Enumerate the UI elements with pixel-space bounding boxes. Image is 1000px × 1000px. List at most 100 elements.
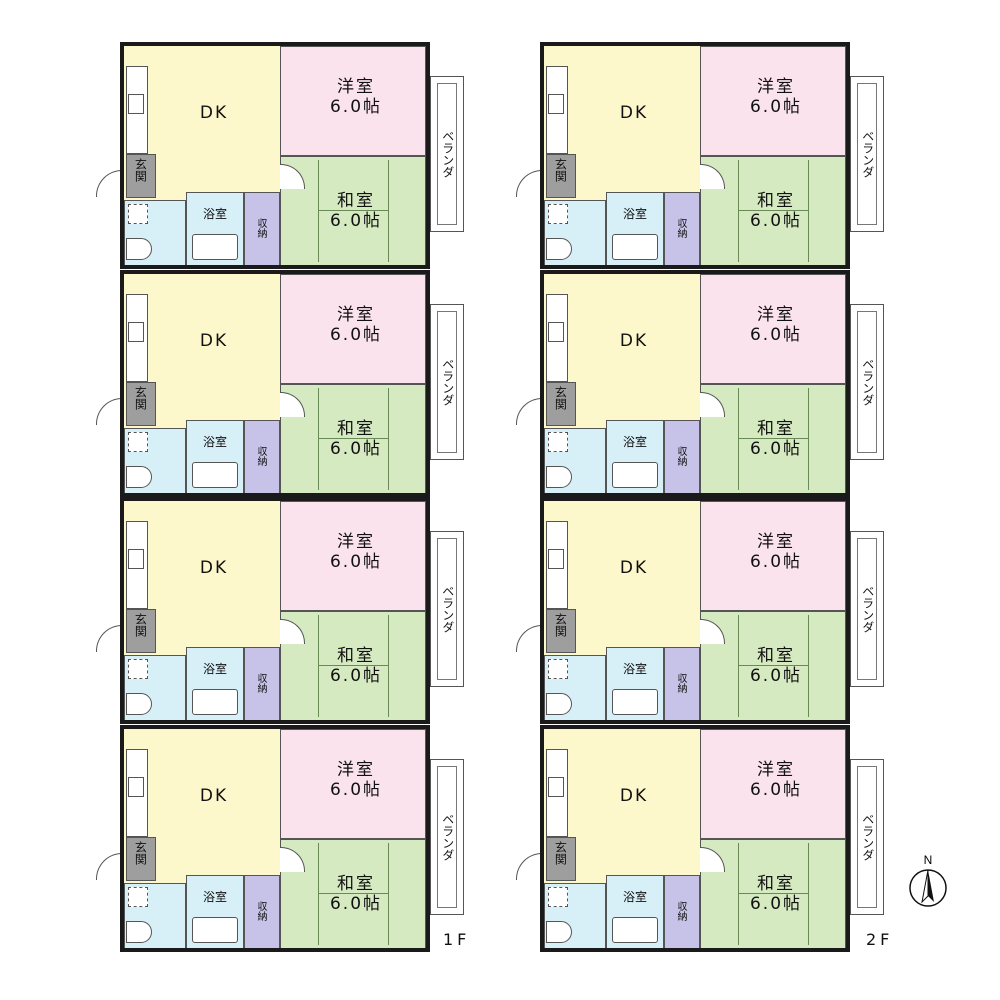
western-room-label: 洋室 [757,760,795,780]
bath-label: 浴室 [622,207,647,221]
storage-label: 収納 [675,218,686,238]
unit-outer-wall [540,270,850,497]
entrance-label: 玄関 [553,158,568,182]
storage-label: 収納 [675,901,686,921]
washing-machine-icon [548,204,568,224]
japanese-room-size: 6.0帖 [329,666,383,686]
japanese-room-size: 6.0帖 [329,211,383,231]
balcony [850,304,884,460]
japanese-room-label: 和室 [757,191,795,211]
unit: DK 洋室 6.0帖 和室 6.0帖 浴室 収納 玄関 ベランダ [516,725,884,952]
unit: DK 洋室 6.0帖 和室 6.0帖 浴室 収納 玄関 ベランダ [96,725,464,952]
balcony-label: ベランダ [860,358,875,406]
washing-machine-icon [548,887,568,907]
balcony [430,304,464,460]
western-room-size: 6.0帖 [749,325,803,345]
toilet-icon [546,466,572,488]
entrance-label: 玄関 [133,841,148,865]
western-room-size: 6.0帖 [329,97,383,117]
unit: DK 洋室 6.0帖 和室 6.0帖 浴室 収納 玄関 ベランダ [516,270,884,497]
front-door-swing-icon [516,853,543,880]
washing-machine-icon [128,887,148,907]
bath-label: 浴室 [622,890,647,904]
washing-machine-icon [128,659,148,679]
unit: DK 洋室 6.0帖 和室 6.0帖 浴室 収納 玄関 ベランダ [96,270,464,497]
dk-label: DK [619,786,649,806]
japanese-room-size: 6.0帖 [749,894,803,914]
balcony-label: ベランダ [440,358,455,406]
entrance-label: 玄関 [133,613,148,637]
toilet-icon [546,238,572,260]
storage-closet [244,420,280,494]
western-room-size: 6.0帖 [329,552,383,572]
storage-closet [664,192,700,266]
bathtub-icon [612,462,658,488]
western-room-size: 6.0帖 [329,325,383,345]
washing-machine-icon [128,204,148,224]
entrance-genkan [126,154,156,198]
dk-label: DK [199,558,229,578]
japanese-room-size: 6.0帖 [329,439,383,459]
balcony [850,531,884,687]
toilet-icon [126,466,152,488]
unit: DK 洋室 6.0帖 和室 6.0帖 浴室 収納 玄関 ベランダ [516,497,884,724]
entrance-genkan [126,382,156,426]
western-room [280,501,426,611]
western-room-size: 6.0帖 [749,552,803,572]
unit-outer-wall [540,42,850,269]
western-room [700,46,846,156]
storage-label: 収納 [255,446,266,466]
western-room [280,46,426,156]
front-door-swing-icon [516,625,543,652]
unit: DK 洋室 6.0帖 和室 6.0帖 浴室 収納 玄関 ベランダ [96,497,464,724]
storage-label: 収納 [675,446,686,466]
floor-2f: DK 洋室 6.0帖 和室 6.0帖 浴室 収納 玄関 ベランダ [516,42,940,952]
japanese-room-label: 和室 [757,874,795,894]
unit-outer-wall [120,725,430,952]
unit-outer-wall [540,725,850,952]
bath-label: 浴室 [622,435,647,449]
dk-label: DK [199,103,229,123]
front-door-swing-icon [96,398,123,425]
entrance-label: 玄関 [553,841,568,865]
japanese-room-label: 和室 [337,646,375,666]
balcony-label: ベランダ [440,813,455,861]
bathtub-icon [192,689,238,715]
japanese-room [280,384,426,494]
bath-label: 浴室 [202,662,227,676]
entrance-genkan [546,154,576,198]
sink-icon [128,94,144,114]
toilet-icon [546,693,572,715]
western-room-size: 6.0帖 [749,97,803,117]
toilet-icon [126,693,152,715]
unit-outer-wall [120,497,430,724]
storage-closet [664,420,700,494]
japanese-room [700,156,846,266]
bathtub-icon [192,462,238,488]
sink-icon [548,322,564,342]
dk-label: DK [619,103,649,123]
storage-closet [244,192,280,266]
japanese-room-size: 6.0帖 [749,666,803,686]
sink-icon [128,322,144,342]
storage-label: 収納 [255,901,266,921]
japanese-room [700,384,846,494]
washing-machine-icon [548,432,568,452]
balcony-label: ベランダ [440,585,455,633]
compass-letter: N [924,853,933,867]
japanese-room [280,839,426,949]
storage-label: 収納 [255,218,266,238]
storage-label: 収納 [255,673,266,693]
toilet-icon [126,921,152,943]
bath-label: 浴室 [202,435,227,449]
western-room [280,274,426,384]
unit: DK 洋室 6.0帖 和室 6.0帖 浴室 収納 玄関 ベランダ [96,42,464,269]
sink-icon [548,94,564,114]
western-room [700,729,846,839]
japanese-room [280,611,426,721]
balcony-label: ベランダ [860,813,875,861]
western-room [280,729,426,839]
western-room-label: 洋室 [757,305,795,325]
washing-machine-icon [128,432,148,452]
sink-icon [548,777,564,797]
